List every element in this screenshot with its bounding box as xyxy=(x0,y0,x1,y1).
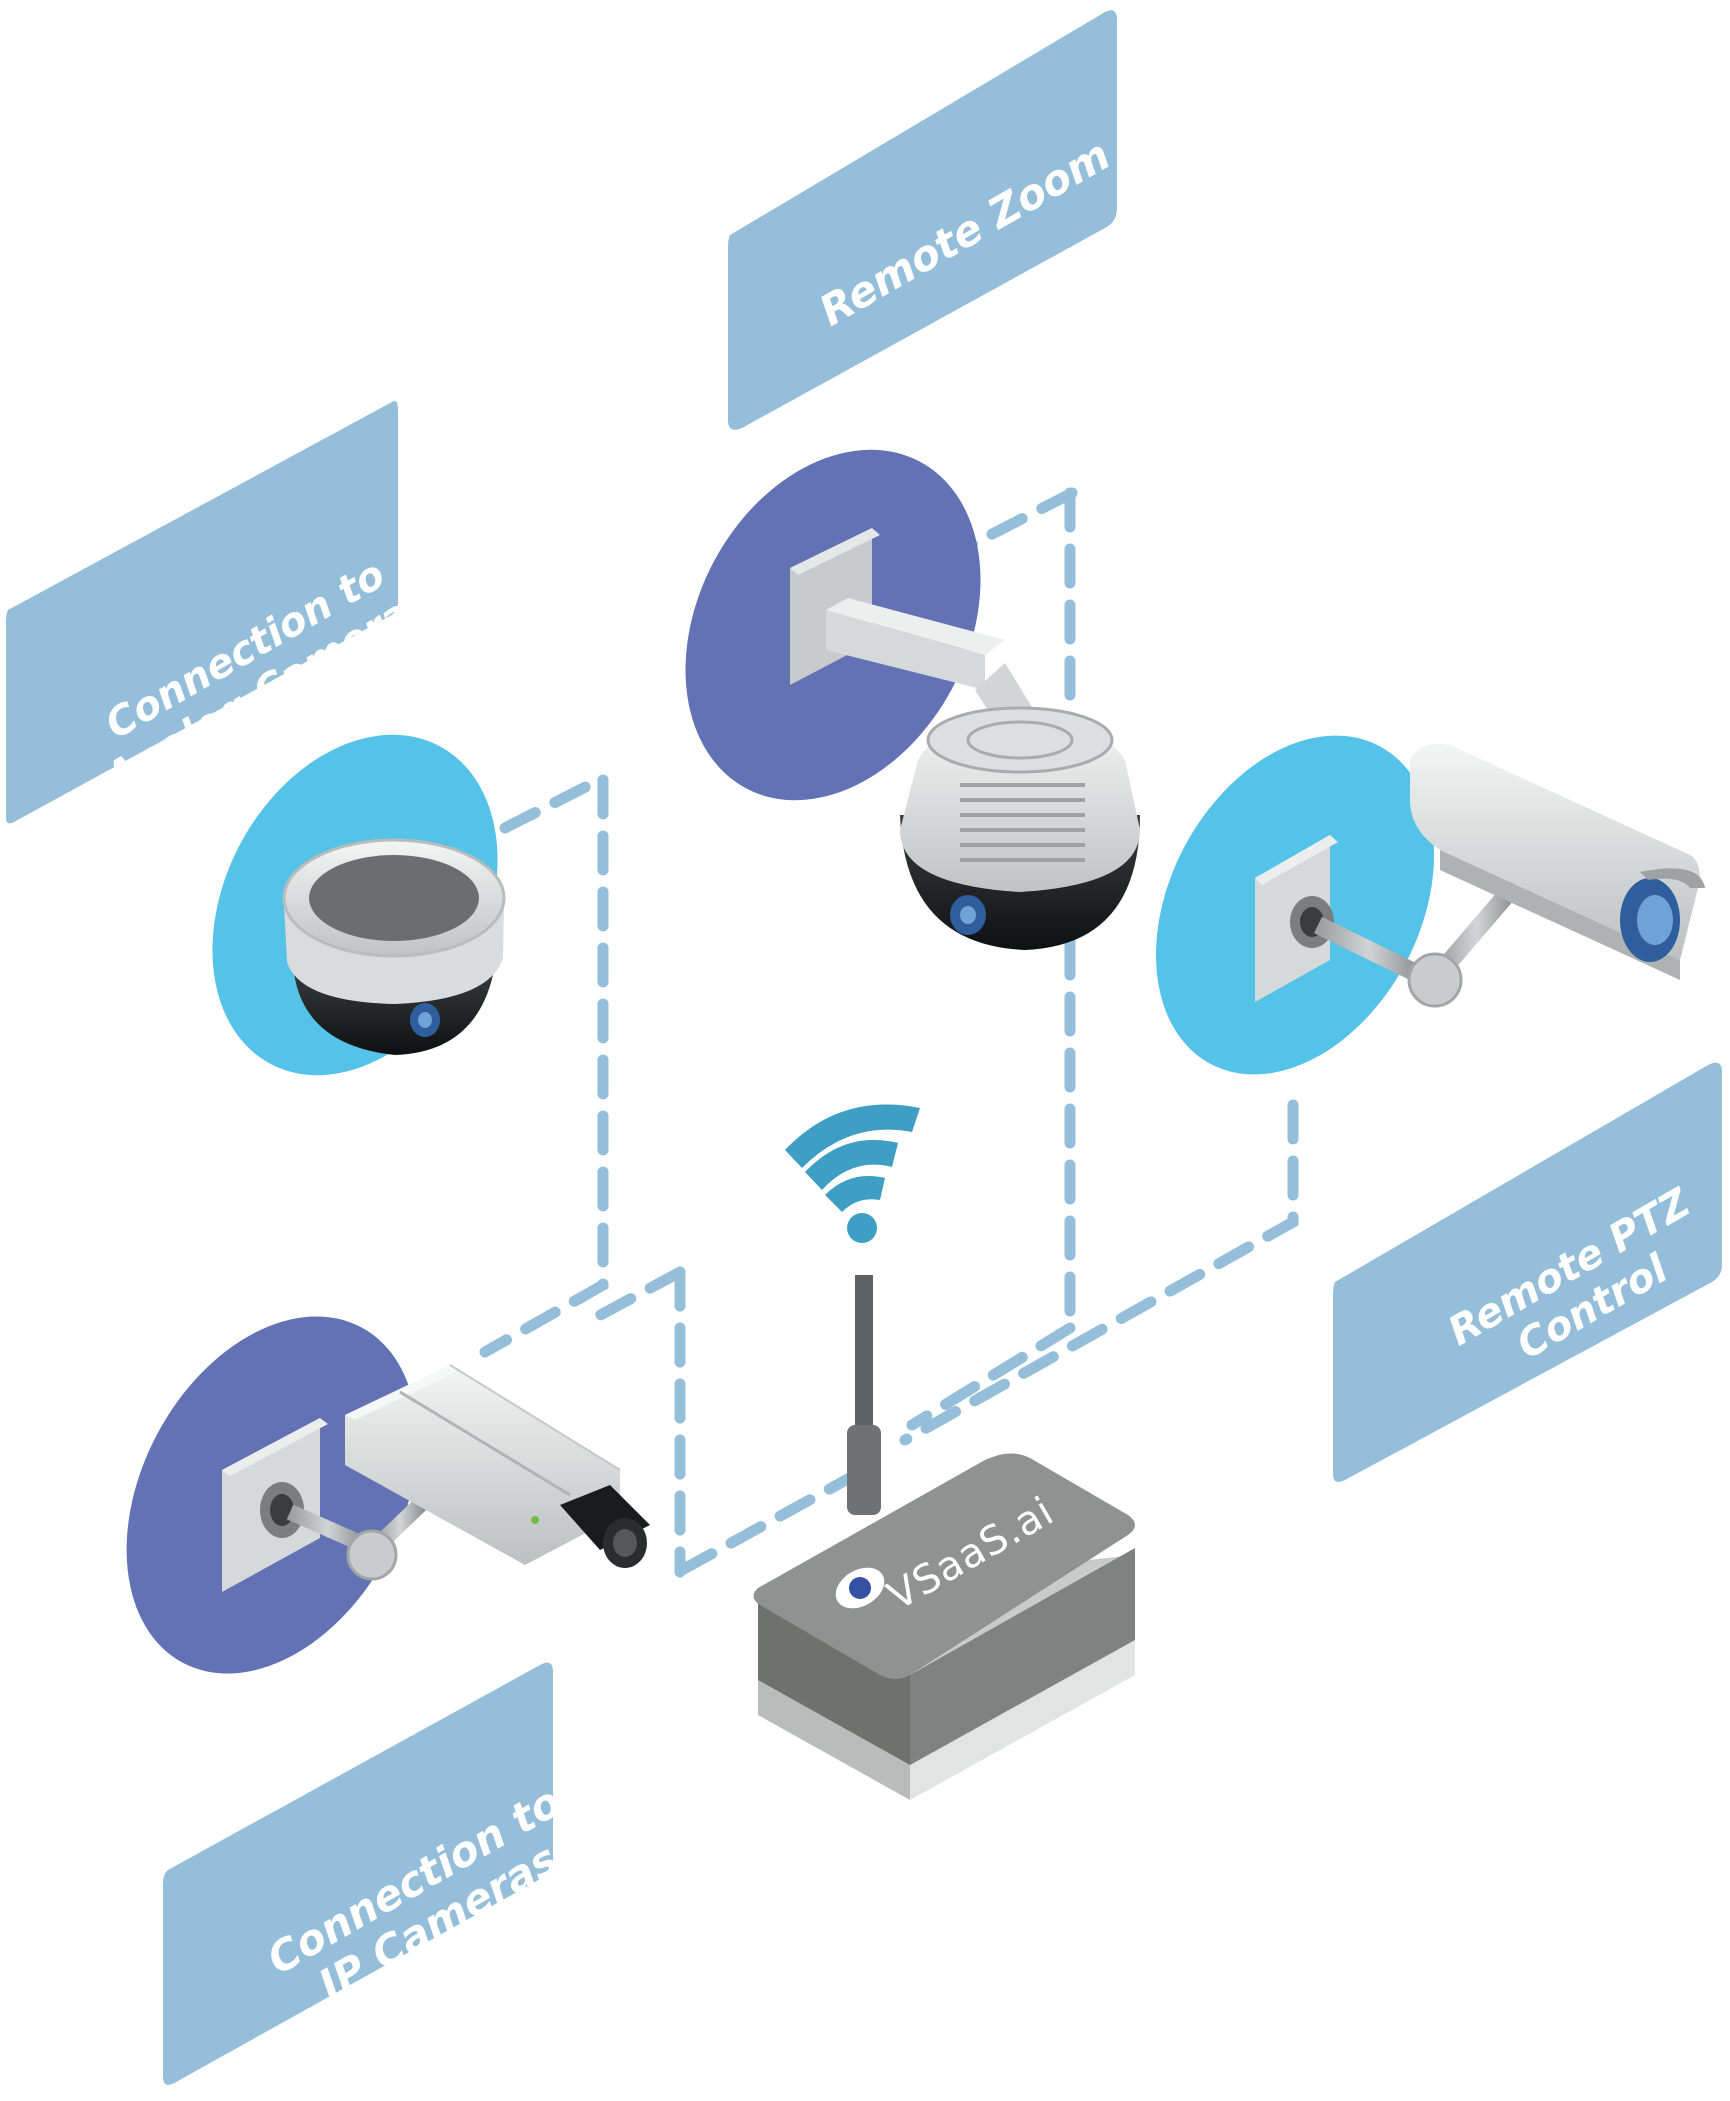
wifi-signal-icon xyxy=(785,1104,920,1243)
ptz-dome-camera xyxy=(790,528,1140,950)
eye-logo-icon xyxy=(835,1567,885,1609)
panel-ip-cameras xyxy=(163,1662,553,2085)
vsaas-hub xyxy=(753,1275,1135,1800)
analog-dome-camera xyxy=(282,838,506,1055)
panel-remote-zoom xyxy=(728,10,1117,430)
antenna-icon xyxy=(847,1275,881,1515)
panel-remote-ptz xyxy=(1333,1062,1722,1482)
ip-box-camera xyxy=(222,1364,650,1592)
panel-analog-cameras xyxy=(6,401,398,824)
bullet-camera xyxy=(1255,744,1705,1008)
